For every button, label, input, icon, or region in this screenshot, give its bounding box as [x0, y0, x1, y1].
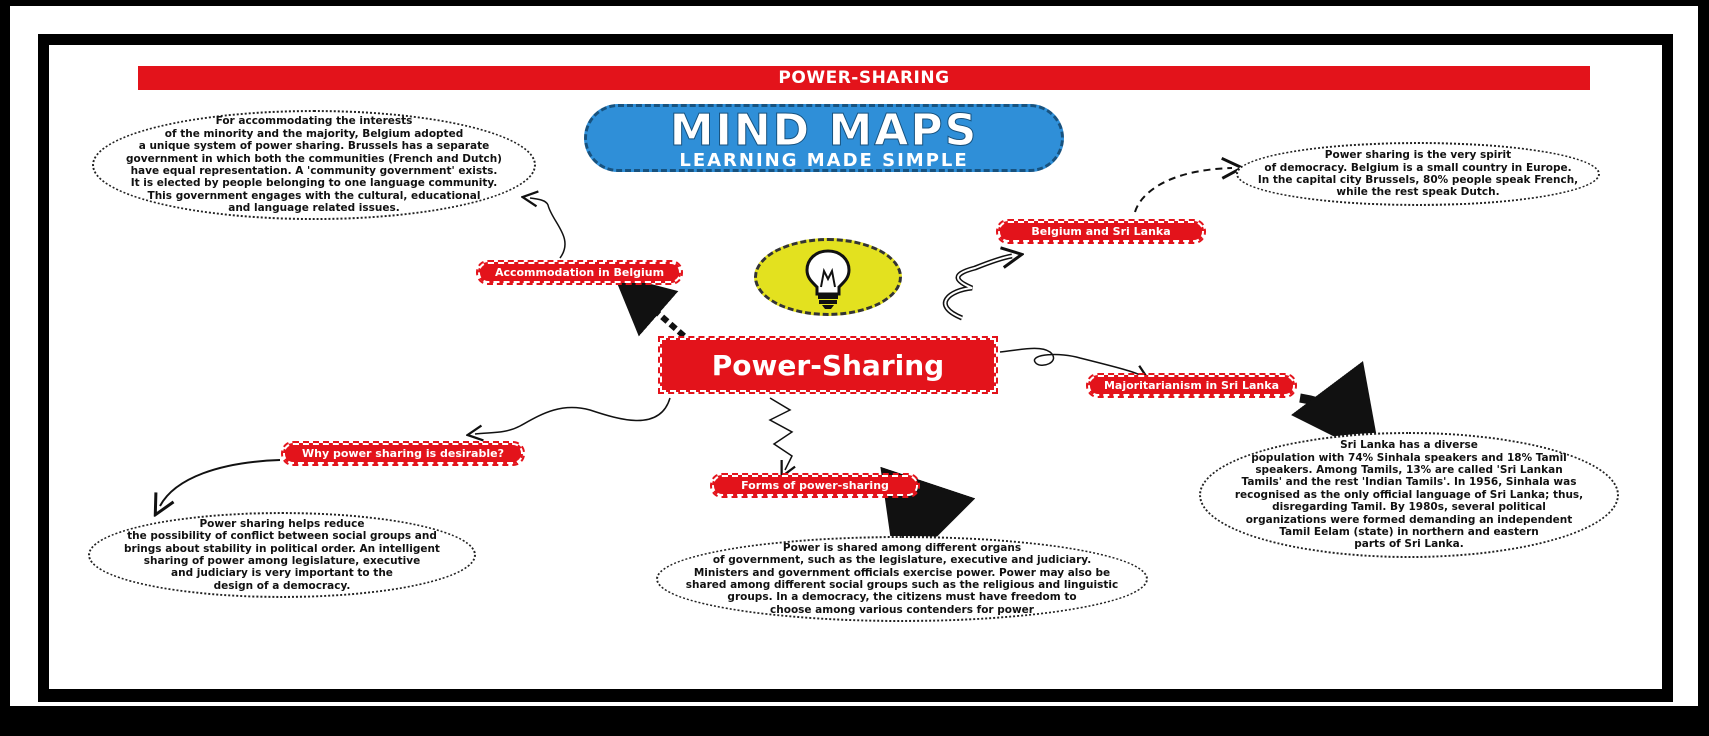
bubble-why-desirable: Power sharing helps reduce the possibili… [88, 512, 476, 598]
arrow-icon [999, 347, 1142, 376]
arrow-icon [530, 198, 566, 259]
arrow-icon [1290, 360, 1382, 460]
central-topic: Power-Sharing [658, 336, 998, 394]
logo-subtitle: LEARNING MADE SIMPLE [679, 150, 969, 171]
bubble-accommodation: For accommodating the interests of the m… [92, 110, 536, 220]
tag-forms: Forms of power-sharing [710, 473, 920, 498]
tag-why-desirable: Why power sharing is desirable? [281, 441, 525, 466]
arrow-icon [475, 397, 671, 434]
light-bulb-badge [754, 238, 902, 316]
arrow-icon [880, 466, 976, 578]
arrow-icon [613, 274, 686, 339]
arrow-icon [1134, 168, 1232, 213]
top-banner: POWER-SHARING [138, 66, 1590, 90]
bubble-belgium-sri-lanka: Power sharing is the very spirit of demo… [1236, 142, 1600, 206]
mind-maps-logo: MIND MAPS LEARNING MADE SIMPLE [584, 104, 1064, 172]
arrow-icon [942, 253, 1013, 321]
arrow-icon [944, 256, 1012, 319]
light-bulb-icon [805, 249, 851, 309]
tag-accommodation: Accommodation in Belgium [476, 260, 683, 285]
tag-belgium-sri-lanka: Belgium and Sri Lanka [996, 219, 1206, 244]
bubble-forms: Power is shared among different organs o… [656, 536, 1148, 622]
logo-title: MIND MAPS [669, 105, 979, 156]
tag-majoritarianism: Majoritarianism in Sri Lanka [1086, 373, 1297, 398]
arrow-icon [768, 397, 792, 470]
bubble-majoritarianism: Sri Lanka has a diverse population with … [1199, 432, 1619, 558]
arrow-icon [160, 459, 281, 506]
